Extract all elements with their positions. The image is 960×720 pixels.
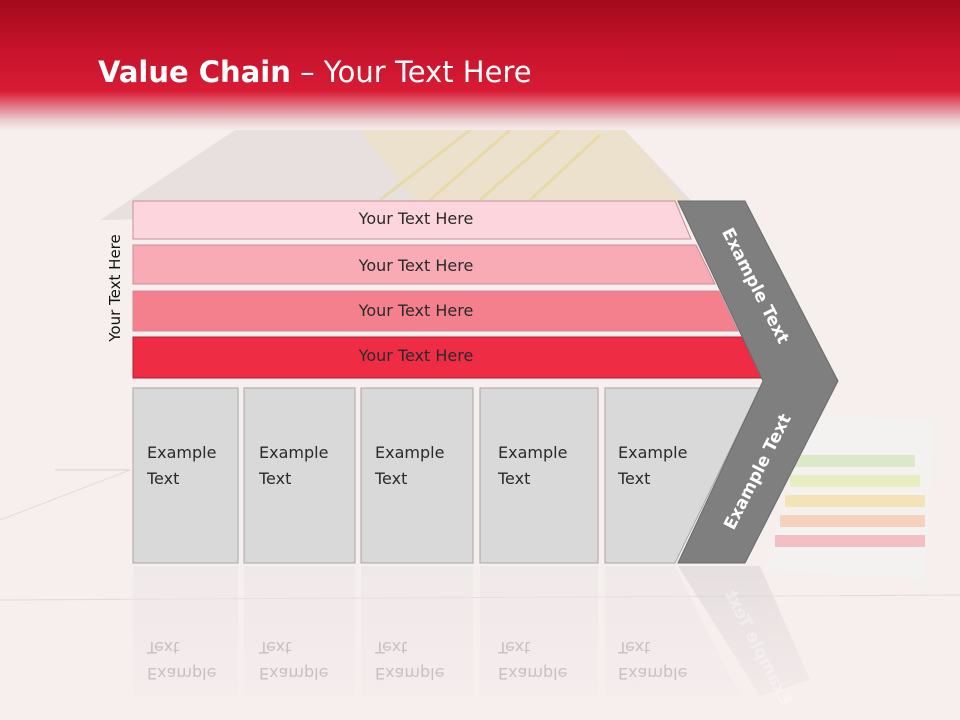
column-3-shape: [360, 387, 474, 564]
band-2-shape: [132, 244, 716, 285]
column-3-reflection: Example Text: [375, 634, 475, 686]
band-2-label: Your Text Here: [358, 256, 474, 275]
column-5-reflection-line2: Text: [618, 638, 651, 657]
column-5-reflection-line1: Example: [618, 664, 688, 683]
band-3-shape: [132, 290, 739, 332]
column-5-line1: Example: [618, 443, 688, 462]
vertical-axis-label: Your Text Here: [106, 234, 124, 342]
slide-title: Value Chain – Your Text Here: [98, 55, 532, 89]
column-1-shape: [132, 387, 239, 564]
band-1-shape: [132, 200, 692, 240]
column-1-text: Example Text: [147, 440, 247, 492]
column-4-line2: Text: [498, 469, 531, 488]
band-3-label: Your Text Here: [358, 301, 474, 320]
column-1-reflection: Example Text: [147, 634, 247, 686]
column-4-shape: [479, 387, 599, 564]
column-2-reflection-line2: Text: [259, 638, 292, 657]
column-1-line2: Text: [147, 469, 180, 488]
column-3-line2: Text: [375, 469, 408, 488]
column-4-reflection: Example Text: [498, 634, 598, 686]
column-4-reflection-line2: Text: [498, 638, 531, 657]
column-2-text: Example Text: [259, 440, 359, 492]
column-3-reflection-line2: Text: [375, 638, 408, 657]
band-1-label: Your Text Here: [358, 209, 474, 228]
title-rest-part: – Your Text Here: [290, 55, 532, 89]
column-4-line1: Example: [498, 443, 568, 462]
column-5-text: Example Text: [618, 440, 718, 492]
title-bold-part: Value Chain: [98, 55, 291, 89]
chevron-arrow: [677, 200, 839, 564]
column-4-reflection-line1: Example: [498, 664, 568, 683]
column-1-reflection-line1: Example: [147, 664, 217, 683]
column-1-line1: Example: [147, 443, 217, 462]
column-2-shape: [243, 387, 356, 564]
column-5-reflection: Example Text: [618, 634, 718, 686]
column-3-line1: Example: [375, 443, 445, 462]
column-2-line1: Example: [259, 443, 329, 462]
column-2-reflection-line1: Example: [259, 664, 329, 683]
column-3-text: Example Text: [375, 440, 475, 492]
column-1-reflection-line2: Text: [147, 638, 180, 657]
column-2-line2: Text: [259, 469, 292, 488]
column-4-text: Example Text: [498, 440, 598, 492]
band-4-label: Your Text Here: [358, 346, 474, 365]
column-3-reflection-line1: Example: [375, 664, 445, 683]
header-band: [0, 0, 960, 130]
column-2-reflection: Example Text: [259, 634, 359, 686]
column-5-line2: Text: [618, 469, 651, 488]
